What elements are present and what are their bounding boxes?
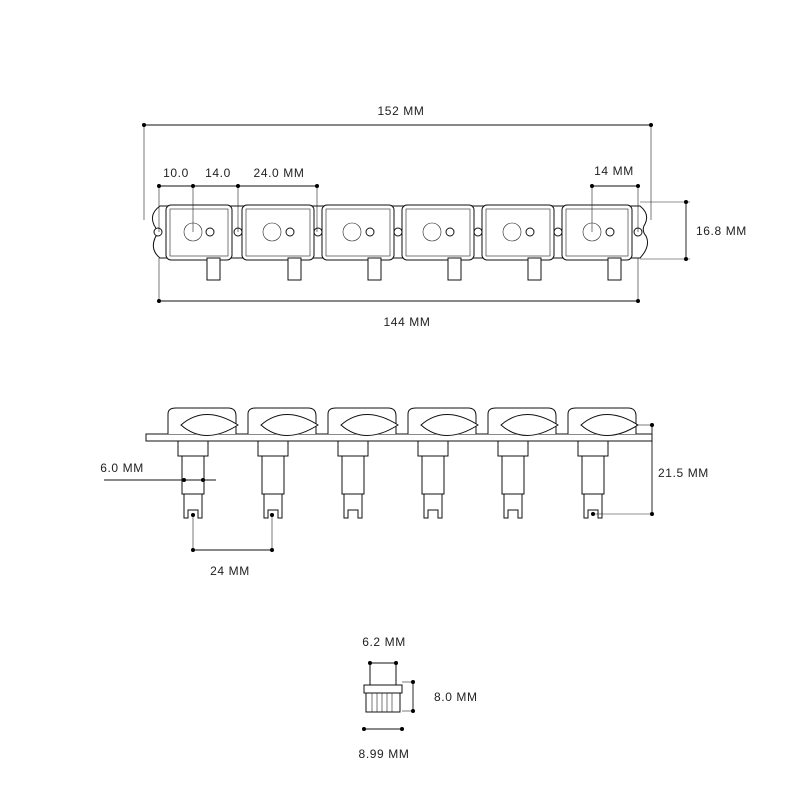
post-height-dimension: 21.5 MM	[591, 423, 709, 516]
base-length-label: 144 MM	[384, 315, 431, 329]
side-view: 6.0 MM 24 MM 21.5 MM	[100, 407, 709, 578]
tuner-housing-4	[401, 204, 475, 281]
bushing-flange	[363, 684, 403, 694]
height-dimension: 16.8 MM	[640, 200, 747, 261]
tuner-side-6	[567, 407, 639, 519]
bushing-top-dimension: 6.2 MM	[362, 635, 406, 665]
post-spacing-label: 24 MM	[210, 564, 250, 578]
overall-length-label: 152 MM	[378, 104, 425, 118]
first-offset-label: 10.0	[163, 166, 189, 180]
post-height-label: 21.5 MM	[658, 466, 709, 480]
tuner-housings-top	[165, 204, 633, 281]
top-small-dimensions: 10.0 14.0 24.0 MM	[157, 166, 319, 232]
bushing-top-label: 6.2 MM	[362, 635, 406, 649]
base-length-dimension: 144 MM	[157, 258, 640, 329]
post-diameter-label: 6.0 MM	[100, 461, 144, 475]
height-label: 16.8 MM	[696, 224, 747, 238]
tuner-side-4	[407, 407, 479, 519]
tuner-side-5	[487, 407, 559, 519]
bushing-bottom-label: 8.99 MM	[359, 747, 410, 761]
tuner-housing-3	[321, 204, 395, 281]
bushing-bottom-dimension: 8.99 MM	[359, 727, 410, 761]
hole-right-dimension: 14 MM	[590, 164, 640, 232]
tuner-housing-6	[561, 204, 633, 281]
tuner-side-3	[327, 407, 399, 519]
tuner-units-side	[167, 407, 639, 519]
post-spacing-dimension: 24 MM	[191, 513, 274, 578]
bushing-height-dimension: 8.0 MM	[402, 680, 478, 713]
hole-offset-label: 14.0	[205, 166, 231, 180]
overall-length-dimension: 152 MM	[142, 104, 653, 220]
bushing-height-label: 8.0 MM	[434, 690, 478, 704]
top-view: 152 MM	[142, 104, 747, 329]
post-diameter-dimension: 6.0 MM	[100, 461, 216, 482]
tuner-housing-5	[481, 204, 555, 281]
bushing-knurl-lines	[371, 693, 393, 712]
bushing-knurl	[365, 692, 401, 713]
tuner-housing-1	[165, 204, 233, 281]
tuner-side-2	[247, 407, 319, 519]
tuner-housing-2	[241, 204, 315, 281]
hole-right-label: 14 MM	[594, 164, 634, 178]
tuner-side-1	[167, 407, 239, 519]
mounting-holes	[153, 227, 643, 237]
bushing-collar	[369, 662, 397, 686]
bushing-view: 6.2 MM 8.0 MM 8.99 MM	[359, 635, 478, 761]
spacing-label: 24.0 MM	[254, 166, 305, 180]
side-baseplate	[145, 433, 653, 442]
